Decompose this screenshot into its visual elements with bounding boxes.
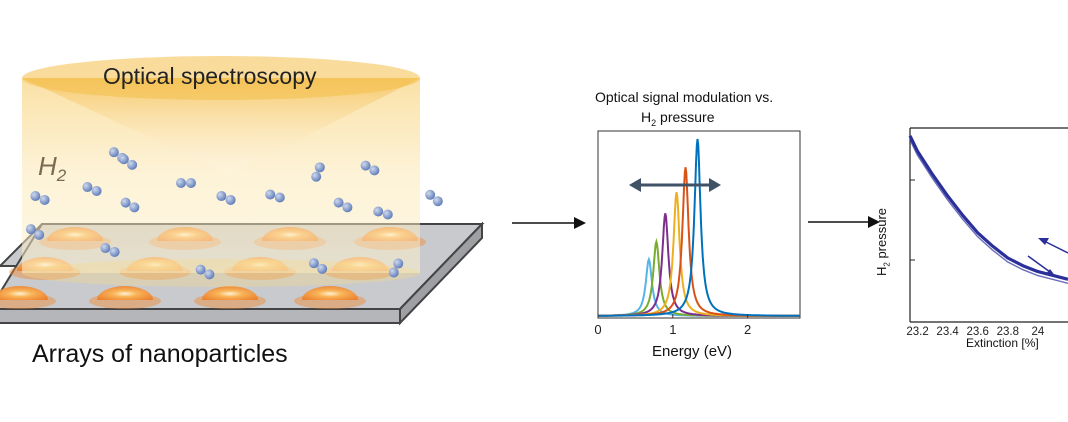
nanoparticle xyxy=(302,286,358,300)
spectra-x-tick-label: 1 xyxy=(669,322,676,337)
h2-atom xyxy=(425,189,436,200)
h2-atom xyxy=(225,194,236,205)
h2-atom xyxy=(317,263,328,274)
shift-arrow xyxy=(629,178,721,192)
spectra-title-line2: H2 pressure xyxy=(641,109,715,128)
nanoparticle xyxy=(202,286,258,300)
h2-atom xyxy=(100,243,111,254)
isotherm-x-tick-label: 23.4 xyxy=(936,326,959,338)
h2-atom xyxy=(39,194,50,205)
isotherm-x-tick-label: 23.6 xyxy=(967,326,989,338)
h2-atom xyxy=(176,178,186,188)
isotherm-chart: 23.2 23.4 23.6 23.8 24 xyxy=(906,127,1068,338)
h2-atom xyxy=(120,197,131,208)
h2-atom xyxy=(265,189,276,200)
spectrum-line-4 xyxy=(598,191,800,317)
h2-atom xyxy=(432,196,443,207)
h2-atom xyxy=(360,160,371,171)
spectra-x-tick-label: 2 xyxy=(744,322,751,337)
h2-atom xyxy=(195,264,206,275)
h2-atom xyxy=(127,159,138,170)
isotherm-y-sub: 2 xyxy=(882,262,892,267)
flow-arrow-1 xyxy=(512,217,586,229)
spectra-title-pressure: pressure xyxy=(656,109,715,125)
flow-arrow-2 xyxy=(808,216,880,228)
light-beam xyxy=(22,56,420,287)
h2-atom xyxy=(333,197,344,208)
spectrum-line-6 xyxy=(597,138,800,317)
spectra-x-axis-label: Energy (eV) xyxy=(652,343,733,360)
isotherm-y-axis-label: H2 pressure xyxy=(874,208,892,276)
h2-gas-label: H2 xyxy=(38,151,66,186)
h2-atom xyxy=(393,258,404,269)
spectra-title-line1: Optical signal modulation vs. xyxy=(595,89,774,105)
isotherm-curve-branch xyxy=(909,139,1068,284)
h2-atom xyxy=(311,171,322,182)
isotherm-x-tick-label: 23.8 xyxy=(997,326,1019,338)
h2-atom xyxy=(314,162,325,173)
spectrum-line-1 xyxy=(598,256,800,317)
h2-atom xyxy=(369,165,380,176)
h2-atom xyxy=(274,192,285,203)
nanoparticle xyxy=(97,286,153,300)
h2-gas-letter: H xyxy=(38,151,57,181)
h2-atom xyxy=(91,185,102,196)
isotherm-x-tick-label: 23.2 xyxy=(906,326,928,338)
h2-atom xyxy=(82,182,93,193)
h2-atom xyxy=(186,178,196,188)
spectra-chart: 0 1 2 xyxy=(594,130,801,337)
spectra-x-tick-label: 0 xyxy=(594,322,601,337)
arrays-label: Arrays of nanoparticles xyxy=(32,340,288,368)
h2-atom xyxy=(25,224,36,235)
h2-atom xyxy=(216,191,227,202)
h2-atom xyxy=(109,246,120,257)
h2-atom xyxy=(129,202,140,213)
h2-atom xyxy=(308,258,319,269)
isotherm-x-tick-label: 24 xyxy=(1032,326,1045,338)
h2-atom xyxy=(108,147,119,158)
hydrogen-molecules xyxy=(25,147,443,280)
sensor-schematic xyxy=(0,56,485,326)
h2-atom xyxy=(388,267,399,278)
h2-atom xyxy=(34,229,45,240)
h2-atom xyxy=(342,202,353,213)
h2-atom xyxy=(382,209,393,220)
h2-atom xyxy=(373,206,384,217)
spectrum-line-3 xyxy=(598,213,800,317)
nanoparticle xyxy=(0,286,48,300)
hysteresis-arrows xyxy=(1027,238,1068,277)
isotherm-y-pressure: pressure xyxy=(874,207,889,263)
isotherm-y-h: H xyxy=(874,266,889,276)
h2-gas-subscript: 2 xyxy=(56,166,67,186)
optical-spectroscopy-label: Optical spectroscopy xyxy=(103,63,317,89)
h2-atom xyxy=(118,154,129,165)
isotherm-x-axis-label: Extinction [%] xyxy=(966,336,1039,350)
spectra-title-sub: 2 xyxy=(651,117,657,128)
isotherm-curve xyxy=(908,135,1068,281)
h2-atom xyxy=(204,269,215,280)
spectra-plot-frame xyxy=(597,130,801,319)
h2-atom xyxy=(30,191,41,202)
spectra-title-h: H xyxy=(641,109,652,125)
